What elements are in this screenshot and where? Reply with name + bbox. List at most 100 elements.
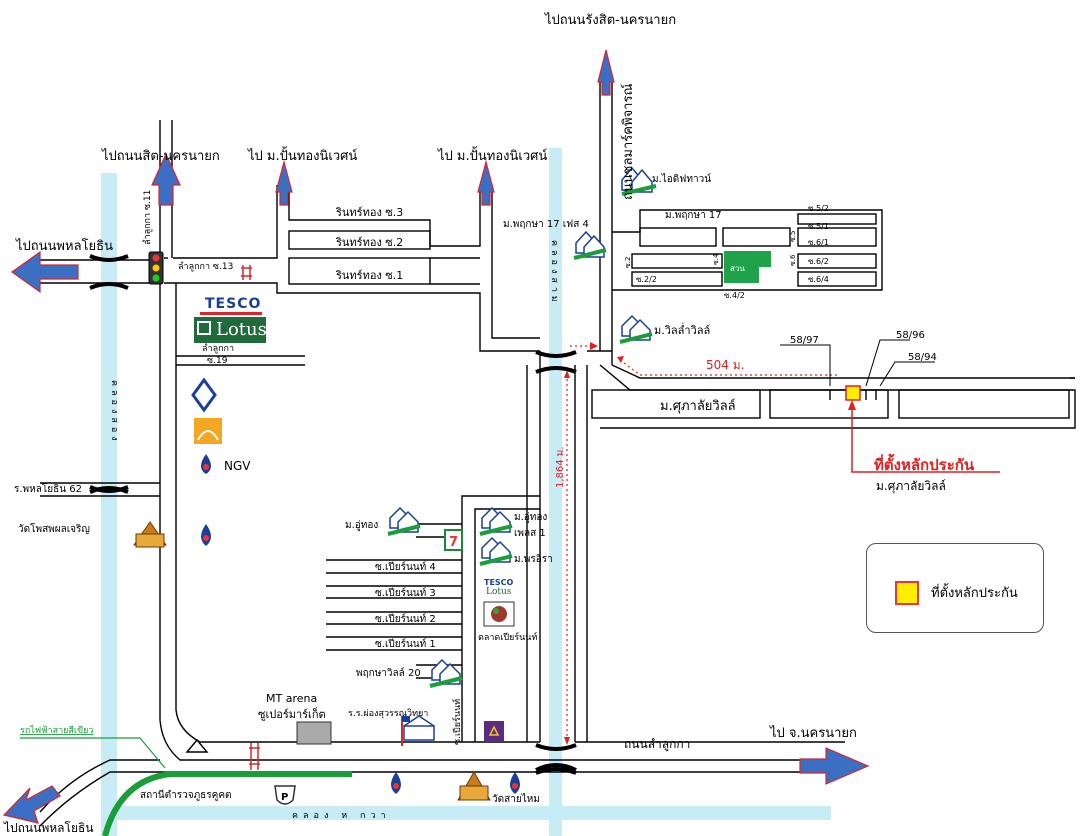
label-to-sit: ไปถนนสิต-นครนายก — [101, 148, 220, 164]
collateral-lot-marker — [845, 385, 861, 401]
label-collateral-title: ที่ตั้งหลักประกัน — [874, 453, 975, 474]
legend-collateral-label: ที่ตั้งหลักประกัน — [931, 586, 1018, 601]
label-to-rangsit: ไปถนนรังสิต-นครนายก — [544, 12, 676, 28]
house-icon — [387, 506, 421, 536]
label-pianan-side: ซ.เปียร์นนท์ — [451, 699, 463, 745]
label-soi-2-2: ซ.2/2 — [636, 275, 657, 284]
bank-krungsri-icon — [194, 418, 222, 444]
label-soi-6-2: ซ.6/2 — [808, 257, 829, 266]
label-wat-sai-mai: วัดสายไหม — [492, 793, 540, 805]
label-klong-hok-wa: คลอง ห กวา — [292, 811, 391, 821]
label-lamlukka-13: ลำลูกกา ซ.13 — [178, 261, 233, 272]
label-ngv: NGV — [224, 459, 251, 473]
canal-klong-hok-wa — [101, 806, 831, 820]
police-station-icon: P — [274, 785, 296, 805]
canals — [101, 148, 831, 836]
label-pianan-4: ซ.เปียร์นนท์ 4 — [375, 561, 436, 573]
arrow-right-nakhon-nayok — [799, 747, 870, 785]
small-bridges — [241, 265, 260, 770]
label-mu-thong-plus-2: เพลส 1 — [514, 528, 546, 539]
collateral-pointer — [851, 404, 1000, 473]
label-rinthong-2: รินทร์ทอง ซ.2 — [335, 236, 403, 249]
label-talad-pianan: ตลาดเปียร์นนท์ — [478, 631, 537, 643]
label-mu-thong: ม.อู่ทอง — [345, 520, 378, 531]
label-police: สถานีตำรวจภูธรคูคต — [140, 789, 232, 801]
label-school: ร.ร.ผ่องสุวรรณวิทยา — [348, 708, 428, 719]
lotus-small-label: Lotus — [486, 587, 512, 597]
gas-station-icon — [201, 524, 211, 546]
label-lot-58-96: 58/96 — [896, 330, 925, 341]
direction-arrows — [2, 49, 870, 824]
house-icons — [387, 166, 657, 688]
canal-klong-song — [101, 173, 117, 836]
label-pruksa17-phase4: ม.พฤกษา 17 เฟส 4 — [503, 219, 589, 230]
label-chonlamarg-road: ถนนชลมาร์คพิจารณ์ — [620, 83, 636, 200]
label-klong-song: คลองสอง — [109, 380, 119, 445]
parking-p-label: P — [281, 792, 288, 803]
label-klong-sam: คลองสาม — [549, 240, 559, 306]
label-to-puntong-1: ไป ม.ปั้นทองนิเวศน์ — [247, 146, 357, 164]
label-pianan-3: ซ.เปียร์นนท์ 3 — [375, 587, 436, 599]
label-pianan-2: ซ.เปียร์นนท์ 2 — [375, 613, 436, 625]
skytrain-green-line — [102, 771, 352, 836]
house-icon — [619, 314, 653, 344]
gas-station-icons — [201, 454, 520, 794]
tesco-logo-underline — [200, 312, 262, 315]
label-villa-lam: ม.วิลล่ำวิลล์ — [654, 322, 710, 337]
label-lamlukka-road: ถนนลำลูกกา — [624, 737, 690, 752]
label-collateral-sub: ม.ศุภาลัยวิลล์ — [876, 479, 946, 494]
bridges — [89, 254, 577, 775]
label-to-puntong-2: ไป ม.ปั้นทองนิเวศน์ — [437, 146, 547, 164]
arrow-up-sit — [151, 152, 181, 206]
label-mu-thong-plus: ม.อู่ทอง — [514, 512, 547, 523]
map-legend: ที่ตั้งหลักประกัน — [866, 543, 1044, 633]
label-soi-6-1: ซ.6/1 — [808, 238, 829, 247]
bank-scb-icon — [484, 721, 504, 741]
gas-station-icon — [510, 772, 520, 794]
label-lot-58-94: 58/94 — [908, 352, 937, 363]
tesco-logo: TESCO — [205, 296, 262, 312]
label-soi-5-2: ซ.5/2 — [808, 204, 829, 213]
label-to-phahon-bottom: ไปถนนพหลโยธิน — [3, 821, 94, 835]
label-distance-504: 504 ม. — [706, 358, 744, 372]
temple-icon-wat-phot — [133, 521, 167, 548]
house-icon — [573, 230, 607, 260]
roads — [39, 75, 1076, 827]
label-soi-4: ซ.4 — [712, 253, 720, 265]
house-icon — [429, 658, 463, 688]
seven-eleven-icon: 7 — [444, 529, 463, 551]
label-life-town: ม.ไอดิฟทาวน์ — [652, 173, 711, 185]
label-park: สวน — [730, 264, 745, 273]
traffic-light-icon — [148, 251, 164, 285]
arrow-up-rangsit — [597, 49, 615, 96]
label-rinthong-3: รินทร์ทอง ซ.3 — [335, 206, 403, 219]
arrow-phahon-bottom — [2, 785, 61, 824]
label-soi-5: ซ.5 — [789, 231, 797, 242]
svg-text:7: 7 — [449, 535, 458, 550]
label-pruksa-20: พฤกษาวิลล์ 20 — [356, 667, 421, 679]
label-soi-4-2: ซ.4/2 — [724, 291, 745, 300]
park-area — [724, 251, 759, 283]
label-wat-phot: วัดโพสพผลเจริญ — [18, 522, 90, 535]
label-soi-6-4: ซ.6/4 — [808, 275, 829, 284]
arrow-up-puntong2 — [477, 159, 495, 206]
label-to-nakhon-nayok: ไป จ.นครนายก — [769, 725, 857, 741]
label-soi-5-1: ซ.5/1 — [808, 222, 829, 231]
label-supermarket: ซูเปอร์มาร์เก็ต — [258, 707, 326, 721]
label-lamlukka-under-lotus: ลำลูกกา — [202, 343, 234, 354]
label-mt-arena: MT arena — [266, 692, 317, 705]
label-soi-19: ซ.19 — [207, 356, 228, 366]
house-icon — [479, 506, 513, 536]
temple-icon-wat-sai-mai — [457, 770, 491, 801]
label-skytrain-green: รถไฟฟ้าสายสีเขียว — [20, 725, 93, 736]
tesco-small-label: TESCO — [484, 578, 514, 587]
label-lamlukka-11: ลำลูกกา ซ.11 — [142, 190, 153, 245]
label-phahon-62: ร.พหลโยธิน 62 — [14, 482, 82, 495]
bank-bangkok-icon — [191, 377, 217, 413]
mt-arena-building — [296, 721, 332, 745]
label-to-phahon-top: ไปถนนพหลโยธิน — [15, 238, 113, 254]
map-labels: ไปถนนรังสิต-นครนายก ไปถนนสิต-นครนายก ไป … — [3, 12, 975, 835]
ngv-gas-icon — [201, 454, 211, 474]
lotus-logo-icon — [197, 321, 211, 335]
